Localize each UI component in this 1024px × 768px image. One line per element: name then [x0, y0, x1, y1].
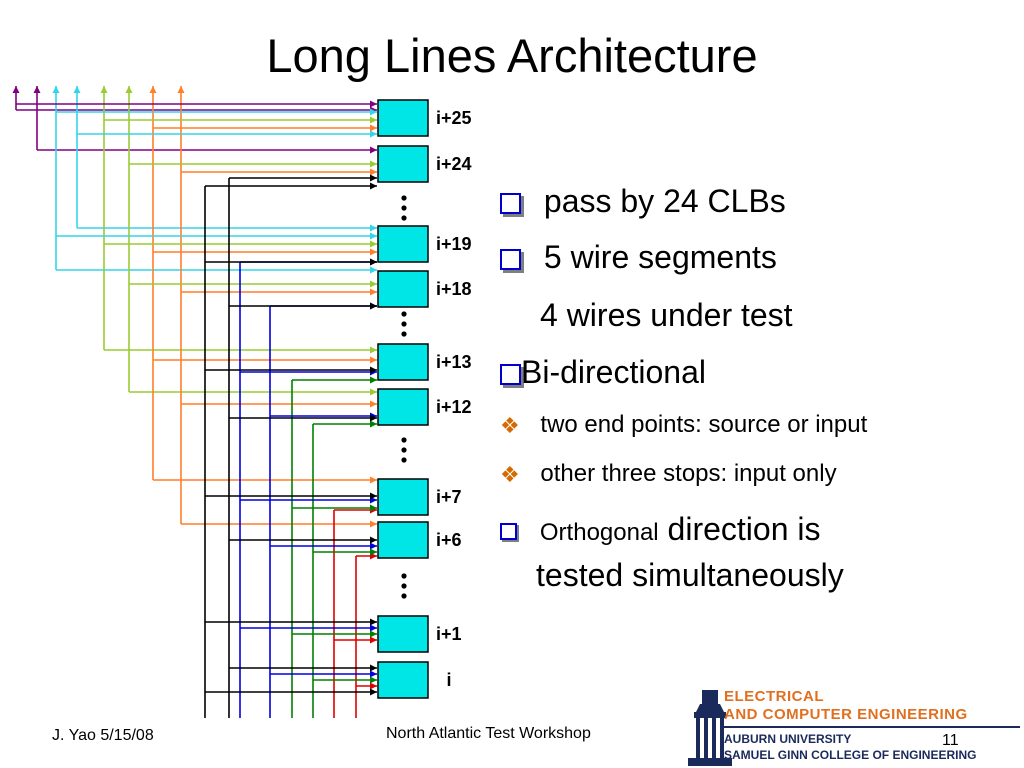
clb-box [377, 388, 429, 426]
clb-label: i [446, 670, 451, 690]
ellipsis-dot [401, 311, 407, 317]
clb-box [377, 270, 429, 308]
sub-bullet-end-points: ❖ two end points: source or input [500, 411, 867, 439]
ellipsis-dot [401, 437, 407, 443]
bullet-wire-segments: 5 wire segments [500, 239, 777, 276]
logo-line-ece: AND COMPUTER ENGINEERING [724, 706, 968, 723]
bullet-pass-by: pass by 24 CLBs [500, 183, 786, 220]
ellipsis-dot [401, 205, 407, 211]
clb-label: i+12 [436, 397, 472, 417]
square-bullet-icon [500, 193, 521, 215]
logo-divider [724, 726, 1020, 728]
bullet-text: direction is [658, 511, 821, 547]
bullet-text: Bi-directional [521, 354, 706, 390]
bullet-text-small: Orthogonal [539, 519, 659, 546]
clb-label: i+24 [436, 154, 472, 174]
square-bullet-icon [500, 249, 521, 271]
bullet-text: other three stops: input only [540, 460, 837, 487]
bullet-text: two end points: source or input [540, 411, 868, 438]
clb-label-group: i+25 i+24 i+19 i+18 i+13 i+12 i+7 i+6 i+1 i [436, 108, 472, 690]
bullet-orthogonal: Orthogonal direction is [500, 511, 820, 548]
clb-label: i+7 [436, 487, 462, 507]
clb-box [377, 99, 429, 137]
clb-label: i+6 [436, 530, 462, 550]
slide-title: Long Lines Architecture [266, 29, 758, 82]
diamond-bullet-icon: ❖ [500, 461, 520, 487]
samford-tower-icon [688, 690, 732, 766]
clb-box [377, 521, 429, 559]
ellipsis-dot [401, 457, 407, 463]
clb-label: i+13 [436, 352, 472, 372]
bullet-text: 5 wire segments [543, 239, 777, 275]
footer-workshop: North Atlantic Test Workshop [386, 725, 591, 742]
logo-line-ginn: SAMUEL GINN COLLEGE OF ENGINEERING [724, 748, 977, 762]
clb-label: i+18 [436, 279, 472, 299]
ellipsis-dot [401, 195, 407, 201]
clb-label: i+1 [436, 624, 462, 644]
clb-label: i+25 [436, 108, 472, 128]
clb-box [377, 661, 429, 699]
square-bullet-icon [500, 364, 521, 386]
logo-line-auburn: AUBURN UNIVERSITY [724, 732, 852, 746]
clb-label: i+19 [436, 234, 472, 254]
ellipsis-dot [401, 573, 407, 579]
clb-box [377, 225, 429, 263]
clb-box [377, 615, 429, 653]
footer-page-number: 11 [942, 732, 959, 749]
footer-author-date: J. Yao 5/15/08 [52, 727, 154, 744]
ellipsis-dot [401, 331, 407, 337]
ellipsis-dot [401, 215, 407, 221]
ellipsis-dot [401, 583, 407, 589]
bullet-bidirectional: Bi-directional [500, 354, 706, 391]
ellipsis-dot [401, 321, 407, 327]
clb-box [377, 145, 429, 183]
ellipsis-dot [401, 593, 407, 599]
square-bullet-icon [500, 523, 517, 541]
sub-bullet-three-stops: ❖ other three stops: input only [500, 460, 837, 488]
ellipsis-dot [401, 447, 407, 453]
clb-group [377, 99, 429, 699]
wire-group [12, 86, 377, 718]
clb-box [377, 343, 429, 381]
bullet-text: pass by 24 CLBs [543, 183, 786, 219]
ellipsis-group [401, 195, 407, 599]
auburn-ece-logo: ELECTRICAL AND COMPUTER ENGINEERING AUBU… [680, 686, 1024, 768]
diamond-bullet-icon: ❖ [500, 412, 520, 438]
bullet-sub-text: 4 wires under test [540, 297, 793, 333]
clb-box [377, 478, 429, 516]
bullet-orthogonal-line2: tested simultaneously [536, 557, 844, 593]
logo-line-electrical: ELECTRICAL [724, 688, 824, 705]
